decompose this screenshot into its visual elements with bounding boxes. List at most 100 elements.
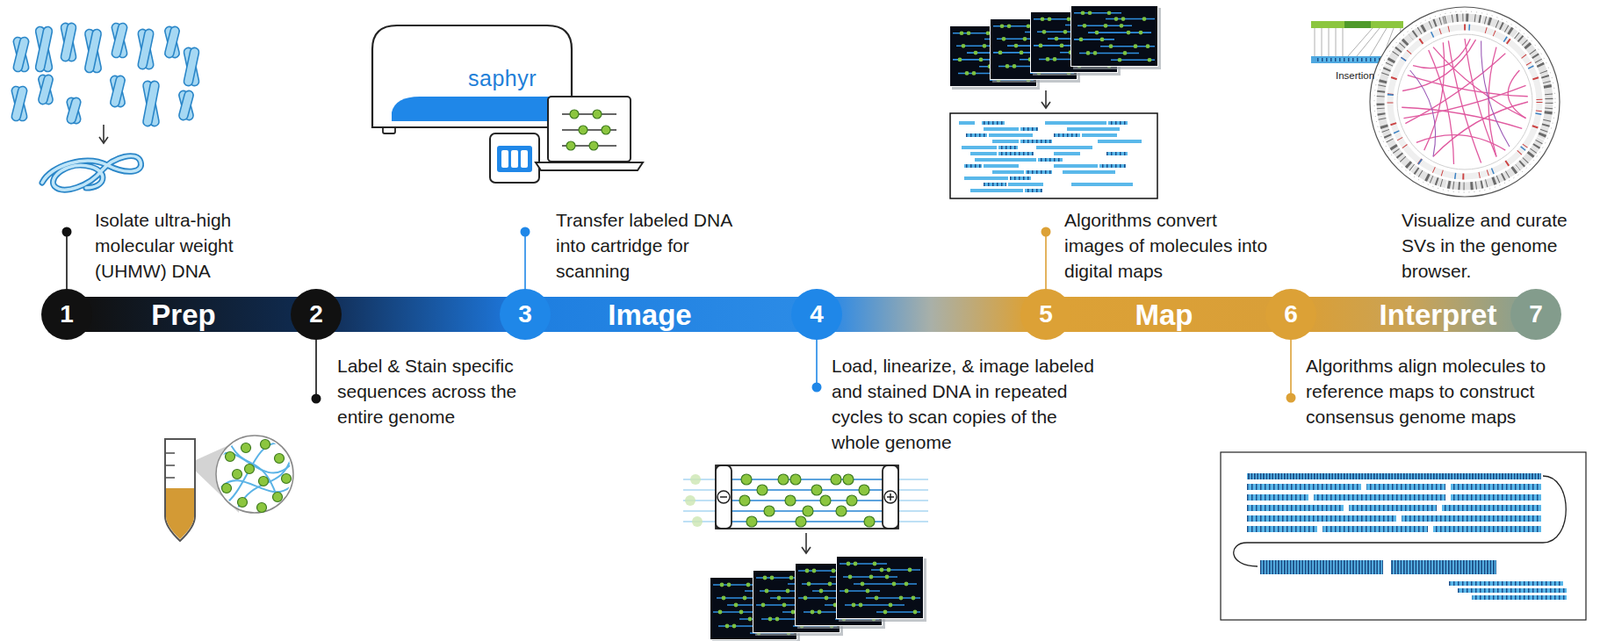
chromosomes (60, 21, 78, 62)
saphyr-instrument (391, 96, 563, 122)
circos-plot (1397, 34, 1533, 170)
insertion-sketch (1342, 28, 1344, 57)
step-description: Label & Stain specific sequences across … (337, 353, 559, 430)
digital-map-panel (965, 133, 988, 137)
leader-lines (65, 231, 68, 292)
chromosomes (136, 28, 154, 70)
digital-map-panel (1066, 127, 1120, 131)
nanochannel (690, 474, 701, 485)
nanochannel (684, 474, 703, 527)
chromosomes (84, 28, 102, 74)
consensus-map-panel (1246, 473, 1542, 480)
leader-lines (315, 337, 318, 399)
chip-cartridge (497, 145, 533, 173)
circos-plot (1433, 24, 1527, 141)
magnified-sample (219, 443, 292, 510)
step-circle: 7 (1510, 288, 1562, 340)
image-stack (836, 555, 924, 620)
down-arrow (1041, 90, 1051, 109)
leader-lines (1045, 231, 1047, 292)
timeline-bar (1308, 296, 1519, 332)
timeline-bar (542, 296, 800, 332)
digital-map-panel (1009, 176, 1031, 181)
consensus-map-panel (1246, 483, 1362, 491)
digital-map-panel (1020, 127, 1038, 131)
sample-tube (165, 439, 243, 541)
step-circle: 6 (1265, 288, 1317, 340)
chromosomes (136, 28, 154, 70)
consensus-map-panel (1471, 595, 1567, 600)
magnified-sample (273, 492, 283, 503)
digital-map-panel (1099, 164, 1126, 168)
circos-plot (1380, 17, 1550, 187)
laptop (569, 109, 579, 119)
down-arrow (1041, 101, 1051, 109)
chromosomes (178, 89, 195, 121)
nanochannel (715, 465, 732, 529)
digital-map-panel (983, 127, 1019, 131)
digital-map-panel (1053, 164, 1098, 168)
digital-map-panel (1025, 170, 1053, 174)
chromosomes (65, 96, 82, 125)
nanochannel (864, 516, 875, 527)
nanochannel (846, 495, 858, 506)
nanochannel (830, 474, 842, 485)
dna-strand (42, 156, 142, 190)
magnified-sample (222, 483, 232, 494)
digital-map-panel (983, 182, 1007, 187)
digital-map-panel (1024, 188, 1043, 193)
circos-plot (1380, 17, 1550, 187)
nanochannel (811, 484, 822, 496)
digital-map-panel (1008, 182, 1044, 187)
circos-plot (1456, 40, 1535, 146)
chip-cartridge (520, 150, 528, 168)
chromosomes (35, 26, 54, 73)
nanochannel (756, 484, 768, 496)
magnified-sample (216, 435, 294, 513)
nanochannel (778, 474, 789, 485)
insertion-sketch (1314, 28, 1316, 57)
chromosomes (109, 74, 126, 108)
consensus-map-panel (1348, 504, 1437, 512)
nanochannel (741, 474, 752, 485)
chromosomes (35, 26, 54, 73)
magnified-sample (259, 476, 269, 487)
down-arrow (805, 533, 808, 553)
step-number: 1 (59, 302, 74, 327)
magnified-sample (223, 443, 280, 505)
circos-plot (1369, 7, 1560, 197)
sample-tube (165, 439, 195, 541)
nanochannel (820, 495, 831, 506)
phase-label: Prep (151, 300, 216, 330)
chromosomes (110, 21, 128, 58)
consensus-map-panel (1260, 560, 1384, 575)
saphyr-instrument (372, 25, 572, 134)
consensus-map-panel (1233, 475, 1566, 567)
digital-map-panel (974, 158, 1037, 162)
step-number: 4 (809, 302, 824, 327)
consensus-map-panel (1390, 560, 1497, 575)
dna-strand (42, 156, 142, 190)
step-circle: 2 (290, 288, 342, 340)
step-number: 7 (1528, 302, 1543, 327)
consensus-map-panel (1450, 483, 1542, 491)
step-circle: 5 (1020, 288, 1072, 340)
sample-tube (165, 476, 175, 479)
chromosomes (178, 89, 195, 121)
step-description: Algorithms align molecules to reference … (1305, 353, 1593, 430)
chromosomes (109, 74, 126, 108)
chromosomes (12, 36, 29, 73)
chip-cartridge (501, 150, 509, 168)
chip-cartridge (511, 150, 519, 168)
chromosomes (10, 85, 28, 122)
circos-plot (1382, 42, 1485, 151)
chromosomes (164, 25, 181, 58)
timeline-bar (1063, 296, 1274, 332)
chromosomes (183, 46, 201, 87)
consensus-map-panel (1220, 452, 1586, 620)
insertion-sketch (1335, 28, 1337, 57)
nanochannel (836, 505, 847, 517)
digital-map-panel (1037, 158, 1063, 162)
down-arrow (1045, 90, 1047, 108)
digital-map-panel (1053, 151, 1081, 156)
